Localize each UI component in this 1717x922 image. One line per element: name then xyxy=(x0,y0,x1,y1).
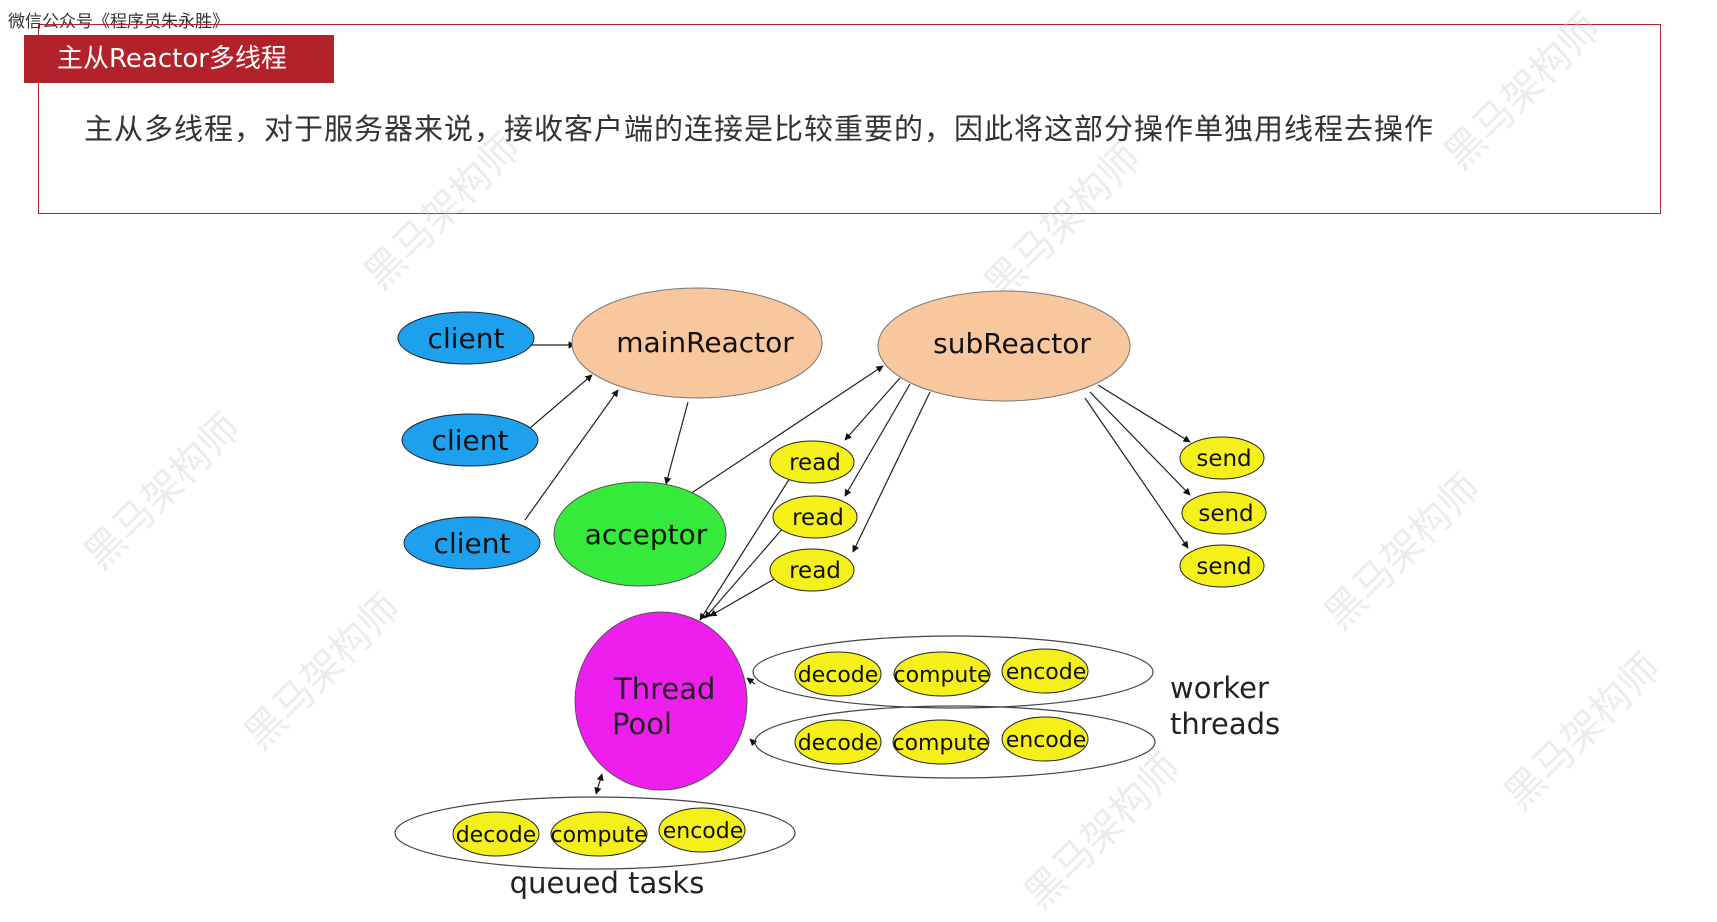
edge-subreactor-read2 xyxy=(844,383,911,497)
edge-subreactor-read3 xyxy=(852,391,931,553)
compute-label: compute xyxy=(892,731,989,756)
read-label: read xyxy=(789,450,841,476)
read-label: read xyxy=(789,558,841,584)
acceptor-label: acceptor xyxy=(585,518,708,551)
read-node-1 xyxy=(769,440,855,484)
compute-task xyxy=(893,651,991,697)
read-label: read xyxy=(792,505,844,531)
client-node-2 xyxy=(401,413,539,467)
edge-subreactor-read1 xyxy=(844,377,901,441)
send-node-3 xyxy=(1179,544,1265,588)
compute-label: compute xyxy=(550,823,647,848)
encode-label: encode xyxy=(663,819,744,844)
slide-title: 主从Reactor多线程 xyxy=(24,35,334,83)
client-node-3 xyxy=(403,516,541,570)
compute-task xyxy=(550,811,648,857)
sub-reactor-node xyxy=(877,290,1131,402)
encode-task xyxy=(1001,716,1089,762)
worker-thread-group-1 xyxy=(752,635,1154,709)
edge-acceptor-subreactor xyxy=(689,365,884,495)
edge-client3-mainreactor xyxy=(524,389,619,521)
sub-reactor-label: subReactor xyxy=(933,327,1091,360)
read-node-3 xyxy=(769,548,855,592)
edge-read1-threadpool xyxy=(699,477,791,621)
worker-threads-label-line1: worker xyxy=(1170,671,1269,705)
description-text: 主从多线程，对于服务器来说，接收客户端的连接是比较重要的，因此将这部分操作单独用… xyxy=(84,112,1435,146)
decode-task xyxy=(794,719,882,765)
client-label: client xyxy=(428,322,505,355)
thread-pool-label-line2: Pool xyxy=(612,707,672,741)
encode-task xyxy=(658,807,746,853)
worker-thread-group-2 xyxy=(754,705,1156,779)
decode-task xyxy=(794,651,882,697)
read-node-2 xyxy=(772,495,858,539)
main-reactor-node xyxy=(571,287,823,399)
thread-pool-node xyxy=(574,611,748,791)
decode-label: decode xyxy=(798,731,879,756)
send-label: send xyxy=(1196,554,1251,580)
send-label: send xyxy=(1198,501,1253,527)
send-node-1 xyxy=(1179,436,1265,480)
client-label: client xyxy=(434,527,511,560)
encode-label: encode xyxy=(1006,660,1087,685)
queued-tasks-label: queued tasks xyxy=(510,866,705,900)
edge-subreactor-send1 xyxy=(1097,384,1191,443)
queued-task-group xyxy=(394,796,796,870)
thread-pool-label-line1: Thread xyxy=(613,672,715,706)
edge-read2-threadpool xyxy=(704,519,791,619)
worker-threads-label-line2: threads xyxy=(1170,707,1280,741)
edge-threadpool-worker1 xyxy=(746,677,756,685)
send-node-2 xyxy=(1181,491,1267,535)
client-label: client xyxy=(432,424,509,457)
main-reactor-label: mainReactor xyxy=(616,326,794,359)
decode-task xyxy=(452,811,540,857)
content-frame xyxy=(38,24,1661,214)
source-tag: 微信公众号《程序员朱永胜》 xyxy=(8,12,229,32)
compute-task xyxy=(892,719,990,765)
edge-mainreactor-acceptor xyxy=(664,401,689,485)
edge-threadpool-queue xyxy=(594,773,604,795)
acceptor-node xyxy=(553,481,727,587)
edge-subreactor-send3 xyxy=(1084,397,1189,549)
edge-client2-mainreactor xyxy=(529,374,593,429)
edge-subreactor-send2 xyxy=(1089,391,1191,496)
decode-label: decode xyxy=(456,823,537,848)
compute-label: compute xyxy=(893,663,990,688)
encode-label: encode xyxy=(1006,728,1087,753)
client-node-1 xyxy=(397,311,535,365)
encode-task xyxy=(1001,648,1089,694)
decode-label: decode xyxy=(798,663,879,688)
send-label: send xyxy=(1196,446,1251,472)
edge-threadpool-worker2 xyxy=(749,738,758,747)
